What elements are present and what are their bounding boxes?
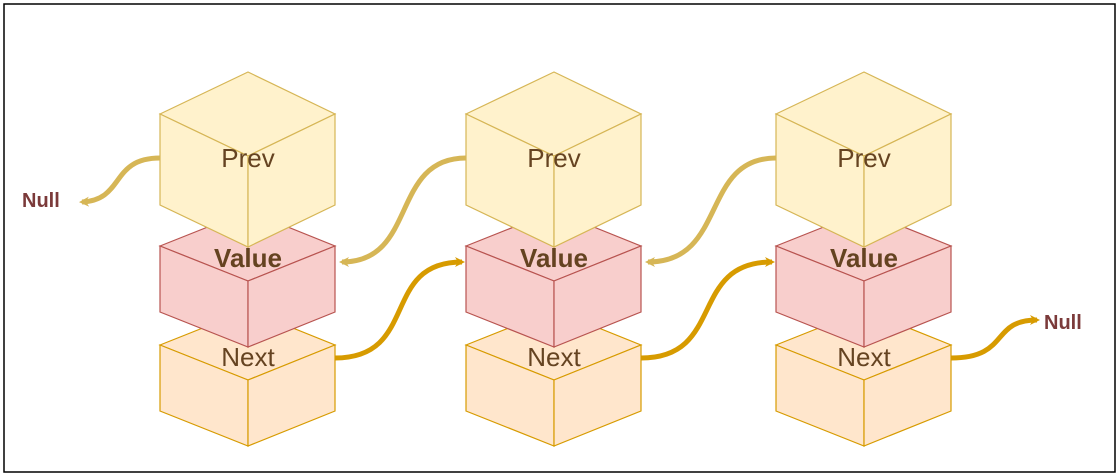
next-label: Next — [527, 342, 581, 372]
null-label-right: Null — [1044, 312, 1082, 334]
node-2: Prev Value Next — [464, 71, 643, 447]
prev-label: Prev — [527, 143, 580, 173]
prev-cube — [464, 71, 643, 248]
prev-cube — [158, 71, 337, 248]
null-label-left: Null — [22, 190, 60, 212]
prev-cube — [774, 71, 953, 248]
prev-arrow-node-1-to-null — [79, 155, 161, 207]
next-arrow-node-1-to-node-2 — [334, 257, 465, 361]
value-label: Value — [520, 243, 588, 273]
prev-arrow-node-3-to-node-2 — [645, 155, 777, 267]
prev-label: Prev — [837, 143, 890, 173]
prev-arrow-node-2-to-node-1 — [339, 155, 467, 267]
value-cube — [158, 210, 337, 348]
node-3: Prev Value Next — [774, 71, 953, 447]
next-label: Next — [221, 342, 275, 372]
next-label: Next — [837, 342, 891, 372]
next-arrow-node-3-to-null — [950, 315, 1040, 361]
prev-label: Prev — [221, 143, 274, 173]
value-label: Value — [830, 243, 898, 273]
next-arrow-node-2-to-node-3 — [640, 257, 775, 361]
node-1: Prev Value Next — [158, 71, 337, 447]
value-label: Value — [214, 243, 282, 273]
